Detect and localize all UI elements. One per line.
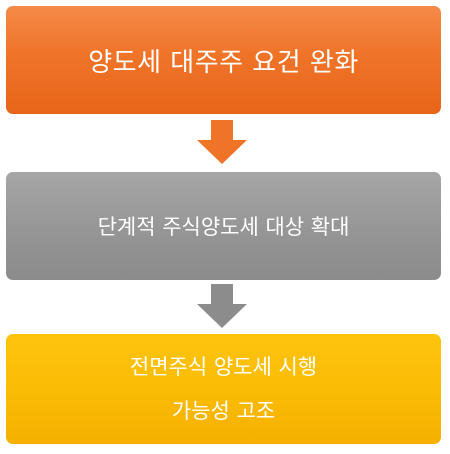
step-3-box: 전면주식 양도세 시행 가능성 고조 bbox=[6, 334, 441, 444]
down-arrow-1-shape bbox=[197, 120, 247, 164]
step-1-label: 양도세 대주주 요건 완화 bbox=[88, 47, 359, 78]
step-1-box: 양도세 대주주 요건 완화 bbox=[6, 6, 441, 114]
down-arrow-2-shape bbox=[197, 284, 247, 328]
step-3-label-line-1: 전면주식 양도세 시행 bbox=[129, 355, 318, 379]
step-2-box: 단계적 주식양도세 대상 확대 bbox=[6, 172, 441, 280]
step-2-label: 단계적 주식양도세 대상 확대 bbox=[97, 215, 350, 239]
down-arrow-icon bbox=[197, 120, 247, 164]
step-3-label-line-2: 가능성 고조 bbox=[171, 399, 276, 423]
down-arrow-icon bbox=[197, 284, 247, 328]
